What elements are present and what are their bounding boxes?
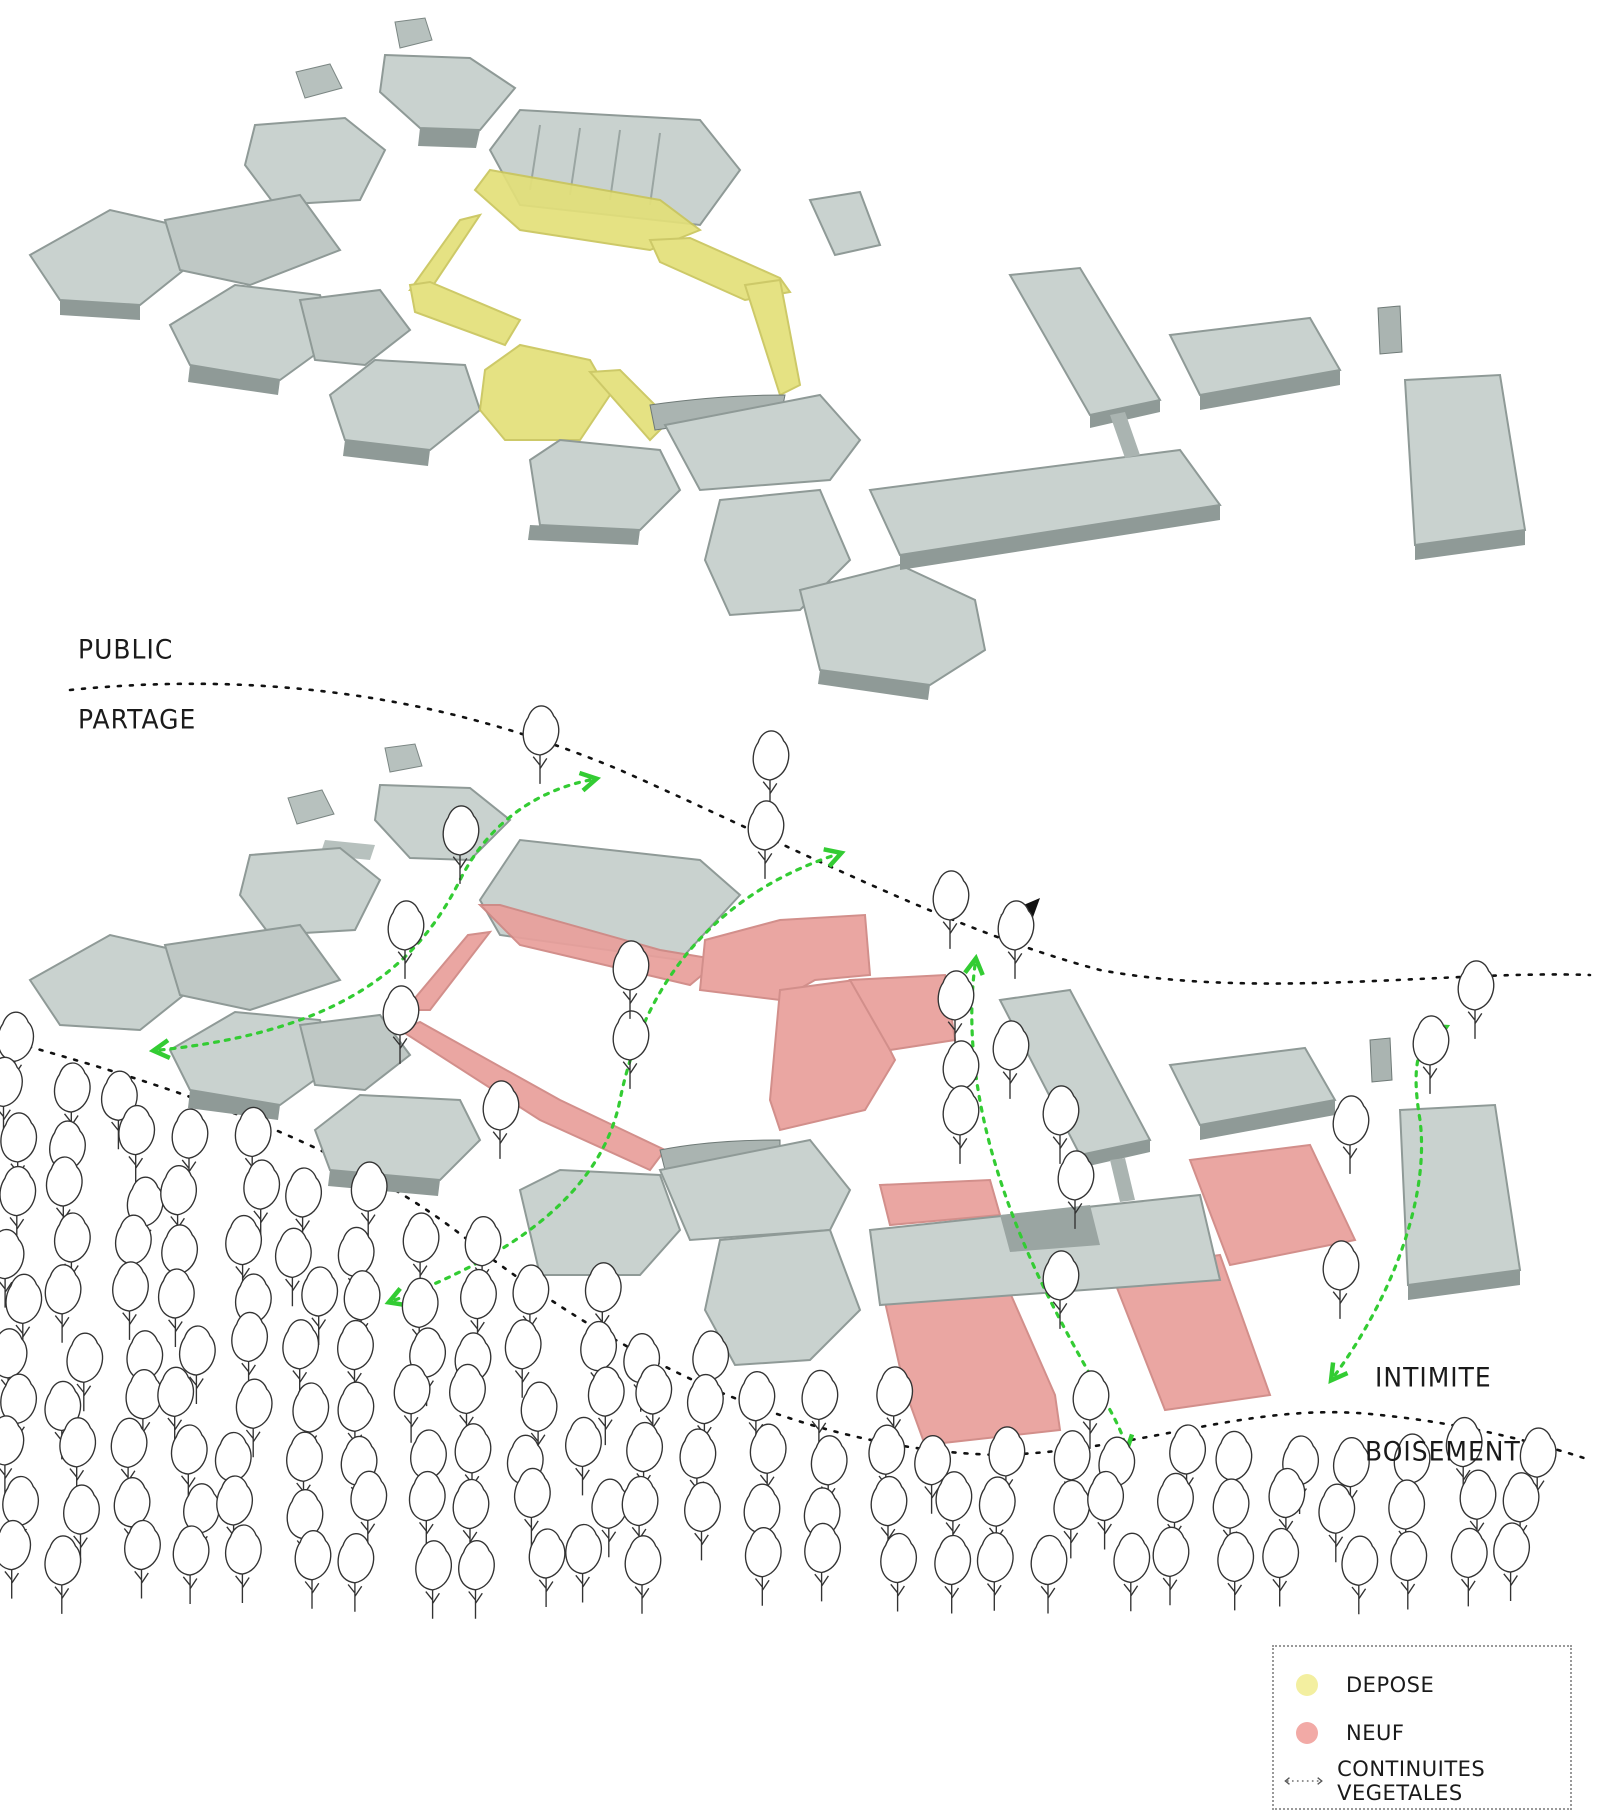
tree-icon <box>612 1010 650 1090</box>
tree-icon <box>224 1524 262 1604</box>
tree-icon <box>612 940 650 1020</box>
new-volumes <box>397 904 1357 1447</box>
tree-icon <box>415 1540 453 1620</box>
tree-icon <box>1152 1526 1190 1606</box>
zone-label-public: PUBLIC <box>78 633 174 666</box>
tree-icon <box>231 1311 269 1392</box>
legend-item-depose: DEPOSE <box>1274 1665 1434 1705</box>
tree-icon <box>44 1264 82 1344</box>
tree-icon <box>59 1417 97 1497</box>
tree-icon <box>804 1522 842 1603</box>
tree-icon <box>934 1534 972 1615</box>
tree-icon <box>1493 1522 1531 1602</box>
zone-label-partage: PARTAGE <box>78 703 197 736</box>
zone-label-intimite: INTIMITE <box>1375 1361 1492 1394</box>
tree-icon <box>0 1519 32 1600</box>
legend-swatch-neuf <box>1296 1722 1318 1744</box>
tree-icon <box>624 1535 662 1615</box>
tree-icon <box>337 1533 375 1613</box>
tree-icon <box>294 1530 332 1610</box>
tree-icon <box>408 1470 446 1551</box>
tree-icon <box>880 1532 918 1613</box>
tree-icon <box>1332 1095 1370 1175</box>
tree-icon <box>942 1085 980 1165</box>
tree-icon <box>442 805 480 885</box>
tree-icon <box>44 1535 82 1615</box>
tree-icon <box>1113 1532 1151 1612</box>
double-arrow-icon <box>1284 1777 1323 1785</box>
legend-swatch-depose <box>1296 1674 1318 1696</box>
tree-icon <box>387 900 425 980</box>
tree-icon <box>747 800 785 880</box>
tree-icon <box>752 730 790 810</box>
tree-icon <box>458 1540 495 1620</box>
tree-icon <box>992 1020 1030 1100</box>
tree-icon <box>1322 1240 1360 1320</box>
tree-icon <box>1457 960 1495 1040</box>
tree-icon <box>1341 1535 1379 1615</box>
tree-icon <box>172 1525 210 1605</box>
tree-icon <box>1412 1015 1450 1095</box>
tree-icon <box>997 900 1035 980</box>
legend-item-continuites: CONTINUITES VEGETALES <box>1274 1757 1570 1805</box>
legend-label: NEUF <box>1346 1721 1405 1745</box>
existing-site-model <box>28 17 1527 700</box>
tree-icon <box>1217 1531 1255 1612</box>
legend-label: DEPOSE <box>1346 1673 1435 1697</box>
tree-icon <box>744 1527 782 1607</box>
tree-icon <box>482 1080 520 1160</box>
legend-item-neuf: NEUF <box>1274 1713 1404 1753</box>
tree-icon <box>565 1523 603 1604</box>
tree-icon <box>124 1519 161 1600</box>
tree-icon <box>118 1104 156 1185</box>
tree-icon <box>1450 1527 1488 1608</box>
tree-icon <box>1087 1470 1125 1551</box>
zone-boundaries <box>3 682 1592 1462</box>
tree-icon <box>565 1416 602 1497</box>
tree-icon <box>528 1528 566 1608</box>
tree-icon <box>1390 1530 1428 1611</box>
tree-icon <box>1042 1250 1080 1330</box>
legend-label: CONTINUITES VEGETALES <box>1337 1757 1486 1805</box>
demolished-volumes <box>408 168 802 442</box>
legend: DEPOSE NEUF CONTINUITES VEGETALES <box>1272 1645 1572 1810</box>
tree-icon <box>522 705 560 785</box>
tree-icon <box>1030 1534 1068 1615</box>
tree-icon <box>1262 1527 1300 1608</box>
tree-icon <box>684 1481 721 1562</box>
zone-label-boisement: BOISEMENT <box>1365 1435 1521 1468</box>
tree-icon <box>112 1261 149 1341</box>
tree-icon <box>976 1532 1014 1612</box>
tree-icon <box>932 870 970 950</box>
